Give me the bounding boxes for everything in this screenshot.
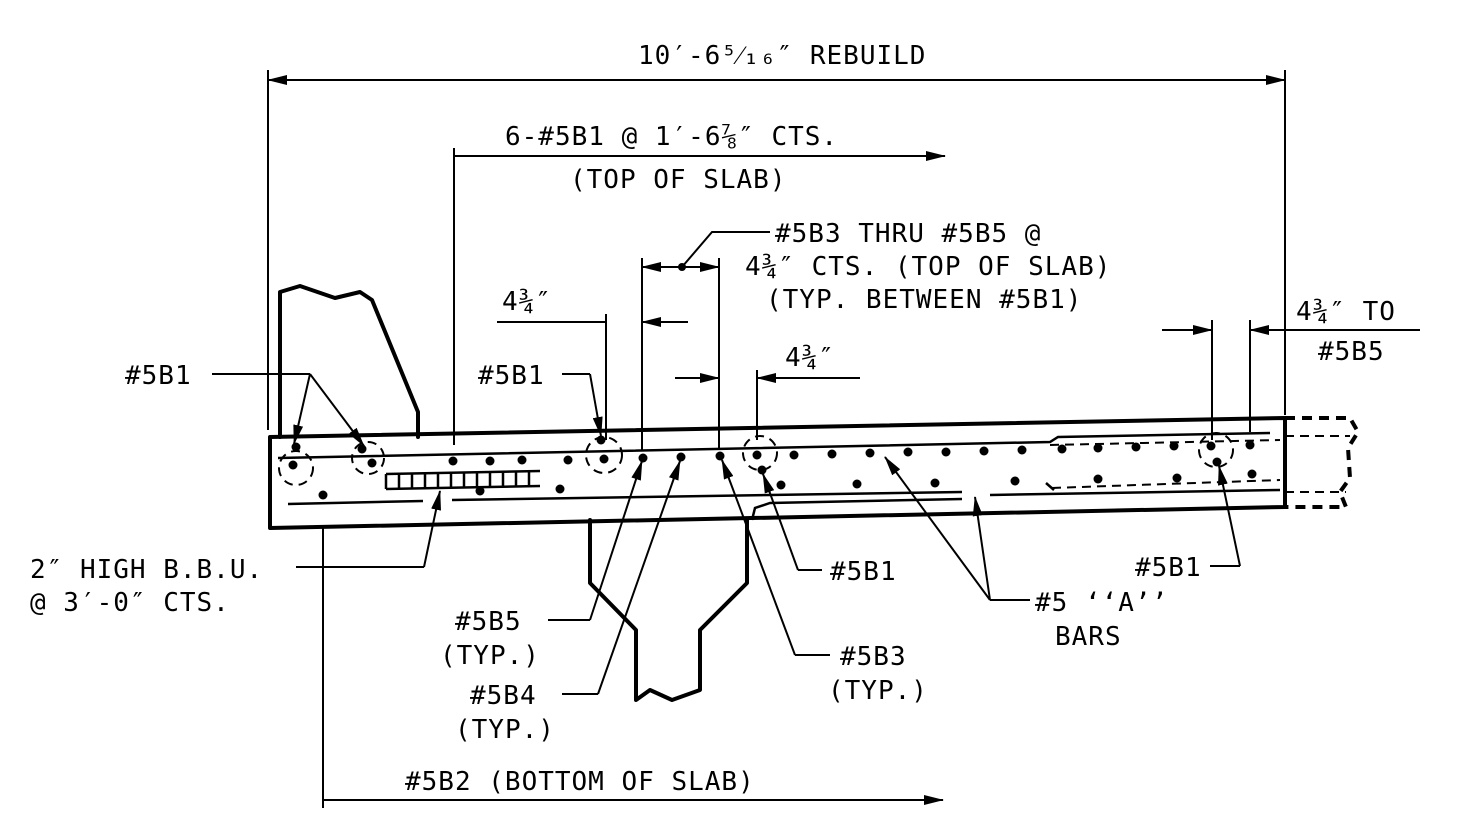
bbu-label-line1: 2″ HIGH B.B.U. bbox=[30, 555, 263, 585]
b3-typ-label: (TYP.) bbox=[828, 676, 928, 706]
b2-label: #5B2 (BOTTOM OF SLAB) bbox=[405, 767, 755, 797]
b3-label: #5B3 bbox=[840, 642, 907, 672]
top-bar bbox=[277, 431, 1271, 460]
b1-mid-label: #5B1 bbox=[478, 361, 545, 391]
b5-label: #5B5 bbox=[455, 607, 522, 637]
a-bar-hook bbox=[750, 497, 963, 521]
dim-right-label-line1: 4¾″ TO bbox=[1296, 297, 1396, 327]
dimension-lines bbox=[267, 70, 1420, 808]
bar-dots bbox=[288, 435, 1257, 500]
b1-spacing-label: 6-#5B1 @ 1′-6⅞″ CTS. bbox=[505, 122, 838, 152]
b3-b5-note-line3: (TYP. BETWEEN #5B1) bbox=[766, 285, 1082, 315]
b1-top-of-slab-label: (TOP OF SLAB) bbox=[570, 165, 787, 195]
b3-b5-note-line2: 4¾″ CTS. (TOP OF SLAB) bbox=[745, 252, 1111, 282]
slab-outline bbox=[268, 284, 1361, 702]
a-bars-label-line2: BARS bbox=[1055, 622, 1122, 652]
bbu-label-line2: @ 3′-0″ CTS. bbox=[30, 588, 230, 618]
b5-typ-label: (TYP.) bbox=[440, 641, 540, 671]
b4-label: #5B4 bbox=[470, 681, 537, 711]
b3-b5-note-line1: #5B3 THRU #5B5 @ bbox=[775, 219, 1041, 249]
parapet bbox=[278, 284, 420, 439]
b4-typ-label: (TYP.) bbox=[455, 715, 555, 745]
bottom-bar-mid bbox=[451, 490, 963, 502]
bottom-bar-left bbox=[287, 499, 424, 506]
bbu-ladder bbox=[384, 469, 541, 491]
dim-left-label: 4¾″ bbox=[502, 287, 552, 317]
dim-mid-label: 4¾″ bbox=[785, 343, 835, 373]
leader-lines bbox=[212, 373, 1241, 695]
b1-lower-label: #5B1 bbox=[830, 557, 897, 587]
bottom-bar-right bbox=[989, 488, 1281, 497]
beam-stem bbox=[588, 518, 749, 702]
rebar-lines bbox=[277, 431, 1281, 521]
dim-right-label-line2: #5B5 bbox=[1318, 337, 1385, 367]
rebuild-dimension-label: 10′-6⁵⁄₁₆″ REBUILD bbox=[638, 41, 926, 71]
a-bars-label: #5 ‘‘A’’ bbox=[1035, 588, 1168, 618]
b1-left-label: #5B1 bbox=[125, 361, 192, 391]
b1-right-label: #5B1 bbox=[1135, 553, 1202, 583]
future-slab-outline bbox=[1285, 416, 1361, 509]
